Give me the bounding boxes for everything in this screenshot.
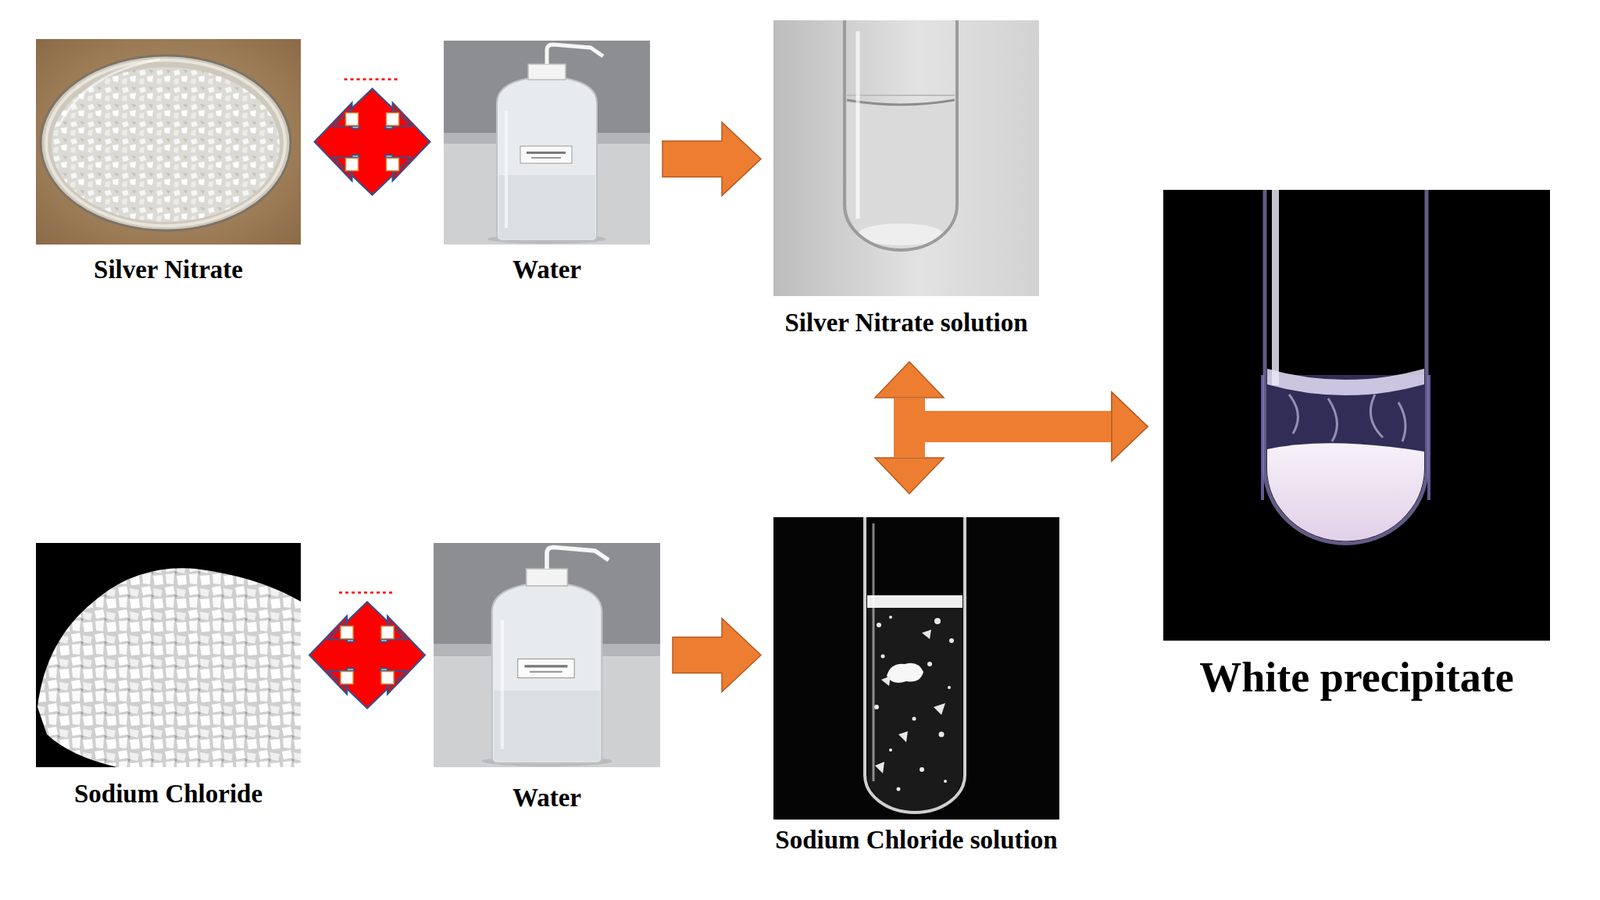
precipitate-test-tube (1267, 368, 1425, 396)
arrow-head (875, 457, 944, 494)
silver-nitrate-dish (35, 39, 301, 245)
connector-arrow (875, 392, 1148, 494)
arrow-mark (386, 158, 400, 172)
precipitate-test-tube (1267, 442, 1425, 541)
sodium-chloride-crystals (35, 542, 301, 768)
sodium-chloride-test-tube (898, 731, 908, 743)
sodium-chloride-test-tube (939, 732, 945, 738)
node-label: Silver Nitrate (0, 253, 340, 286)
connector-arrow (309, 592, 425, 709)
wash-bottle (443, 40, 650, 245)
sodium-chloride-test-tube (867, 600, 963, 811)
sodium-chloride-test-tube (947, 685, 951, 690)
four-way-arrow (309, 602, 425, 709)
arrow-head (1111, 392, 1148, 461)
silver-nitrate-dish (35, 39, 301, 245)
connector-arrow (672, 618, 761, 693)
silver-nitrate-dish (46, 60, 286, 226)
connector-arrow (662, 121, 761, 196)
sodium-chloride-test-tube (874, 704, 879, 710)
image-node: Sodium Chloride solution (773, 517, 1060, 856)
dotted-mark (339, 591, 396, 594)
precipitate-test-tube (1271, 189, 1279, 386)
precipitate-test-tube (1267, 375, 1425, 541)
silver-nitrate-dish (59, 59, 161, 125)
arrow-head (1111, 392, 1148, 461)
sodium-chloride-test-tube (875, 761, 885, 774)
dotted-mark (344, 78, 401, 81)
sodium-chloride-crystals (35, 542, 301, 768)
arrow-mark (346, 158, 359, 172)
image-node: Sodium Chloride (35, 542, 301, 810)
sodium-chloride-test-tube (896, 787, 901, 792)
precipitate-test-tube (1264, 189, 1427, 543)
sodium-chloride-test-tube (889, 615, 893, 619)
silver-nitrate-test-tube (856, 31, 861, 219)
sodium-chloride-test-tube (927, 661, 933, 667)
node-label: Water (404, 253, 690, 286)
sodium-chloride-test-tube (886, 663, 924, 683)
sodium-chloride-test-tube (874, 615, 954, 792)
sodium-chloride-test-tube (773, 517, 1060, 820)
node-label: Water (394, 782, 700, 814)
silver-nitrate-dish (40, 55, 291, 231)
arrow-shaft (909, 426, 1113, 458)
node-label: Sodium Chloride (0, 778, 340, 810)
precipitate-test-tube (1289, 394, 1406, 442)
image-node: Silver Nitrate solution (773, 20, 1040, 339)
silver-nitrate-test-tube (773, 20, 1040, 297)
image-node: Water (433, 542, 661, 814)
sodium-chloride-crystals (37, 567, 301, 768)
wash-bottle (433, 542, 661, 768)
sodium-chloride-test-tube (864, 517, 965, 813)
arrow-head (875, 361, 944, 398)
silver-nitrate-test-tube (846, 102, 955, 248)
sodium-chloride-test-tube (889, 748, 893, 752)
image-node: White precipitate (1163, 189, 1550, 703)
arrow-mark (346, 113, 359, 126)
sodium-chloride-test-tube (934, 617, 941, 625)
block-arrow (672, 618, 761, 693)
arrow-mark (381, 626, 394, 640)
arrow-mark (340, 671, 354, 685)
silver-nitrate-test-tube (846, 94, 955, 97)
sodium-chloride-test-tube (943, 779, 947, 783)
connector-arrow (875, 361, 1148, 461)
precipitate-test-tube (1163, 189, 1550, 641)
image-node: Water (443, 40, 650, 286)
arrow-mark (340, 626, 354, 640)
sodium-chloride-test-tube (919, 767, 925, 772)
sodium-chloride-test-tube (876, 622, 882, 628)
sodium-chloride-test-tube (949, 638, 954, 643)
sodium-chloride-test-tube (881, 654, 886, 659)
silver-nitrate-test-tube (773, 20, 1040, 297)
block-arrow (662, 121, 761, 196)
image-node: Silver Nitrate (35, 39, 301, 286)
sodium-chloride-test-tube (867, 595, 963, 608)
node-label: Silver Nitrate solution (734, 307, 1079, 339)
silver-nitrate-test-tube (844, 20, 958, 250)
sodium-chloride-test-tube (921, 629, 932, 640)
sodium-chloride-test-tube (773, 517, 1060, 820)
precipitate-test-tube (1427, 375, 1431, 500)
arrow-mark (381, 671, 394, 685)
sodium-chloride-test-tube (872, 523, 875, 782)
precipitate-test-tube (1163, 189, 1550, 641)
sodium-chloride-test-tube (933, 703, 946, 715)
four-way-arrow (314, 89, 431, 196)
node-label: Sodium Chloride solution (734, 824, 1099, 856)
connector-arrow (314, 79, 431, 196)
precipitate-test-tube (1260, 375, 1265, 500)
silver-nitrate-test-tube (846, 100, 955, 105)
arrow-mark (386, 113, 400, 126)
sodium-chloride-test-tube (912, 717, 917, 722)
sodium-chloride-test-tube (881, 675, 891, 686)
node-label: White precipitate (1124, 652, 1590, 703)
